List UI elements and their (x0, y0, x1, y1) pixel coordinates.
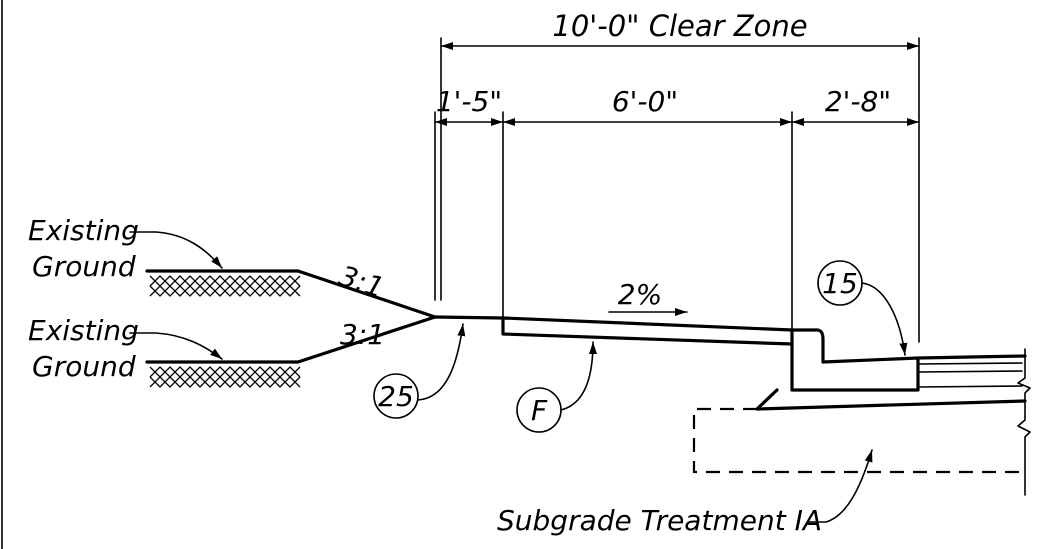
subgrade-treatment: Subgrade Treatment IA (497, 407, 1022, 537)
slope-label-lower: 3:1 (340, 318, 385, 351)
sidewalk-section (433, 315, 1031, 496)
subgrade-label: Subgrade Treatment IA (497, 504, 822, 537)
slope-line-lower (296, 315, 437, 364)
dimension-clear-zone: 10'-0" Clear Zone (440, 9, 920, 343)
callout-label: F (531, 394, 548, 427)
curb-base (755, 388, 1027, 411)
ground-hatch (149, 275, 301, 297)
slopes: 3:1 3:1 (296, 259, 437, 364)
curb-offset-label: 2'-8" (825, 85, 891, 118)
callout-15: 15 (817, 260, 908, 356)
leader-arrow (807, 449, 873, 523)
callout-circle (373, 373, 419, 419)
callout-25: 25 (373, 323, 466, 419)
cross-slope-label: 2% (618, 278, 662, 311)
pavement-layer (917, 385, 1023, 388)
sidewalk-slab (501, 316, 794, 346)
leader-arrow (861, 282, 908, 356)
pavement-layer (917, 362, 1023, 365)
callout-label: 15 (822, 267, 858, 300)
leader-arrow (417, 323, 466, 401)
slope-line-upper (296, 269, 437, 319)
callout-F: F (516, 341, 597, 433)
leader-arrow (129, 231, 223, 269)
ground-hatch (149, 366, 301, 388)
subgrade-outline (692, 407, 1022, 474)
cross-slope: 2% (608, 278, 688, 316)
ground-label-line1: Existing (28, 214, 139, 247)
sidewalk-width-label: 6'-0" (612, 85, 678, 118)
ground-label-line2: Ground (32, 350, 136, 383)
surface-line (433, 315, 1027, 364)
existing-ground-lower: Existing Ground (28, 314, 301, 388)
dimension-row: 1'-5" 6'-0" 2'-8" (434, 85, 920, 331)
ground-label-line1: Existing (28, 314, 139, 347)
ground-label-line2: Ground (32, 250, 136, 283)
leader-arrow (129, 332, 223, 360)
break-line (1017, 348, 1031, 496)
callout-label: 25 (378, 380, 414, 413)
leader-arrow (560, 341, 597, 411)
left-offset-label: 1'-5" (436, 85, 502, 118)
clear-zone-label: 10'-0" Clear Zone (552, 9, 807, 43)
existing-ground-upper: Existing Ground (28, 214, 301, 297)
pavement-layer (917, 370, 1023, 373)
curb-body (790, 328, 920, 392)
